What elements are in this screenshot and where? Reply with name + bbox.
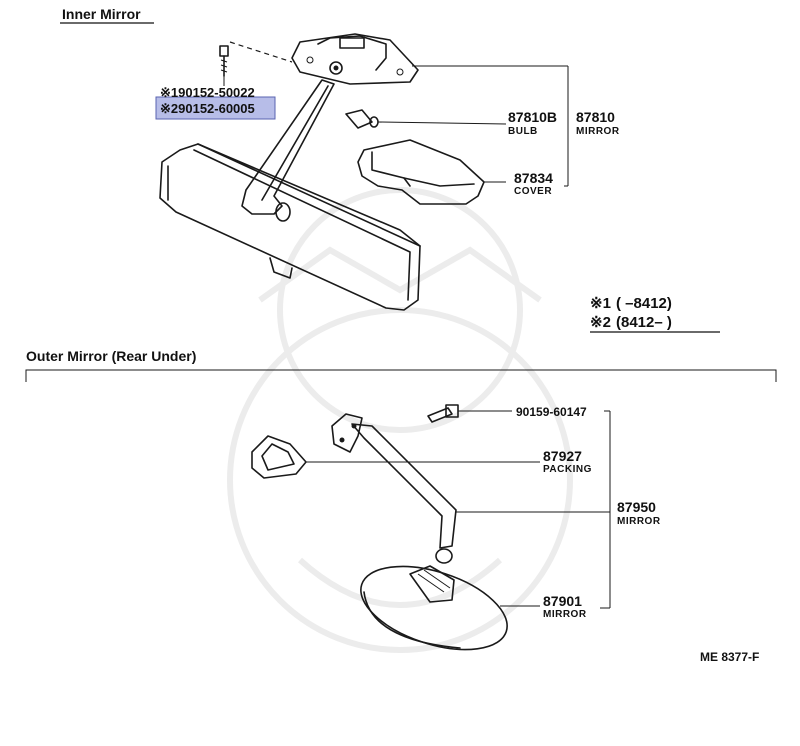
- screw-icon: [219, 45, 229, 86]
- inner-mirror-body: [159, 143, 421, 311]
- mirror-part-name: MIRROR: [576, 126, 620, 137]
- outer-mirror-title: Outer Mirror (Rear Under): [26, 348, 196, 364]
- inner-mirror-stay: [241, 79, 335, 215]
- diagram-code: ME 8377-F: [700, 650, 759, 664]
- packing-part-number[interactable]: 87927: [543, 448, 582, 464]
- arm-part-number[interactable]: 87950: [617, 499, 656, 515]
- outer-mirror-head: [360, 565, 540, 651]
- dashed-guide-line: [229, 41, 293, 63]
- legend-line-2-mark: ※2: [590, 314, 611, 331]
- arm-part-name: MIRROR: [617, 516, 661, 527]
- bolt-part-number[interactable]: 90159-60147: [516, 405, 587, 419]
- packing-icon: [251, 435, 540, 479]
- mirror-part-number[interactable]: 87810: [576, 109, 615, 125]
- legend-line-1-range: ( –8412): [616, 295, 672, 312]
- bulb-icon: [345, 109, 507, 129]
- cover-icon: [357, 139, 506, 205]
- outer-mirror-arm: [331, 413, 610, 564]
- selected-part-highlight: [155, 96, 276, 120]
- mirror-mount-bracket: [291, 33, 419, 85]
- inner-mirror-title: Inner Mirror: [62, 6, 141, 22]
- outer-mirror-part-number[interactable]: 87901: [543, 593, 582, 609]
- screw-part-number-1[interactable]: ※190152-50022: [160, 85, 255, 100]
- cover-part-name: COVER: [514, 186, 552, 197]
- stay-inner-line: [261, 85, 329, 201]
- legend-line-1-mark: ※1: [590, 295, 611, 312]
- watermark-emblem: [227, 187, 573, 653]
- bulb-part-number[interactable]: 87810B: [508, 109, 557, 125]
- legend-line-2-range: (8412– ): [616, 314, 672, 331]
- bolt-icon: [427, 404, 512, 423]
- outer-mirror-bracket: [25, 369, 777, 382]
- packing-part-name: PACKING: [543, 464, 592, 475]
- outer-mirror-part-name: MIRROR: [543, 609, 587, 620]
- cover-part-number[interactable]: 87834: [514, 170, 553, 186]
- bulb-part-name: BULB: [508, 126, 538, 137]
- screw-part-number-2[interactable]: ※290152-60005: [160, 101, 255, 116]
